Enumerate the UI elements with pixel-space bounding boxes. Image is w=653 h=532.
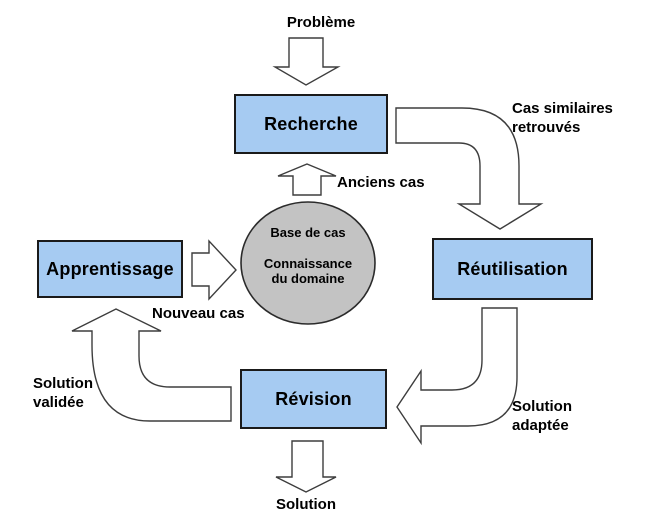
box-apprentissage: Apprentissage (37, 240, 183, 298)
label-solution-validee: Solution validée (33, 375, 93, 411)
arrow-reutilisation-to-revision-icon (396, 307, 518, 446)
box-revision-label: Révision (275, 388, 352, 409)
arrow-apprentissage-to-base-icon (191, 239, 237, 301)
box-apprentissage-label: Apprentissage (46, 258, 174, 279)
arrow-revision-to-solution-icon (275, 440, 337, 493)
box-recherche: Recherche (234, 94, 388, 154)
label-nouveau-cas: Nouveau cas (152, 305, 245, 322)
arrow-base-to-recherche-icon (277, 163, 337, 196)
case-base-title: Base de cas (270, 225, 346, 240)
box-reutilisation-label: Réutilisation (457, 258, 568, 279)
box-reutilisation: Réutilisation (432, 238, 593, 300)
label-anciens-cas: Anciens cas (337, 174, 425, 191)
box-recherche-label: Recherche (264, 113, 358, 134)
box-revision: Révision (240, 369, 387, 429)
arrow-recherche-to-reutilisation-icon (395, 107, 544, 230)
label-cas-similaires-retrouves: Cas similaires retrouvés (512, 100, 613, 136)
label-solution: Solution (276, 496, 336, 513)
label-solution-adaptee: Solution adaptée (512, 398, 572, 434)
arrow-revision-to-apprentissage-icon (71, 308, 232, 422)
arrow-probleme-to-recherche-icon (272, 37, 341, 86)
label-probleme: Problème (286, 14, 356, 31)
domain-knowledge-label: Connaissance du domaine (263, 256, 353, 286)
case-base-ellipse (240, 201, 376, 325)
